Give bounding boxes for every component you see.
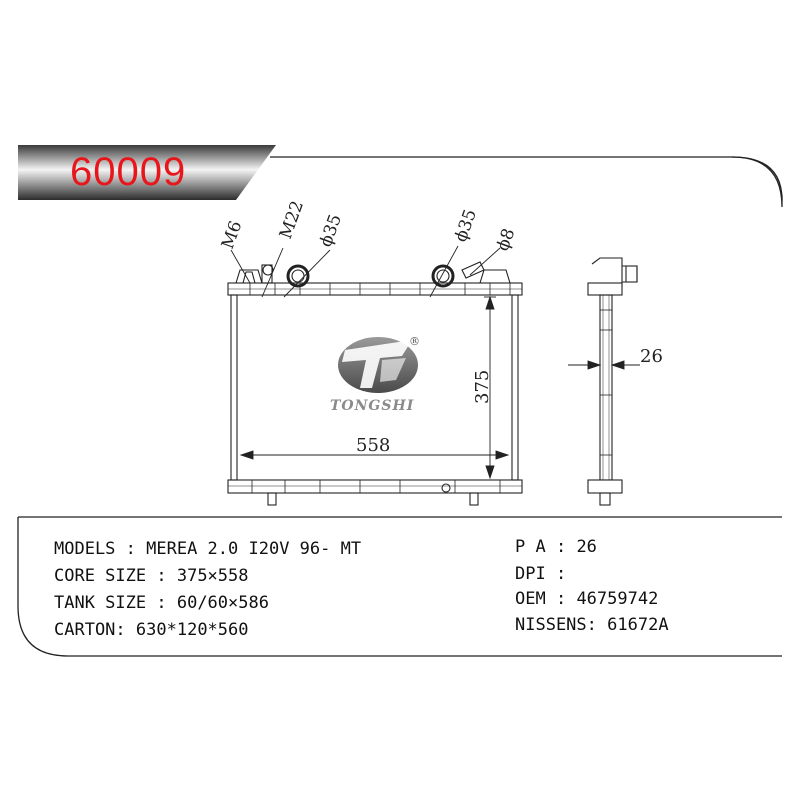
spec-core-size-value: 375×558 [176, 566, 249, 586]
spec-models-value: MEREA 2.0 I20V 96- MT [146, 539, 362, 559]
frame-outline [17, 156, 783, 657]
spec-nissens-label: NISSENS [515, 615, 587, 635]
spec-dpi-separator: : [545, 564, 577, 584]
dimension-core-width [239, 450, 510, 460]
phi8-label: ϕ8 [493, 226, 519, 254]
spec-models-separator: : [115, 539, 147, 559]
spec-oem-separator: : [545, 589, 577, 609]
spec-core-size-separator: : [146, 566, 177, 586]
phi35-left-label: ϕ35 [316, 212, 346, 250]
spec-core-size-label: CORE SIZE [54, 566, 147, 586]
spec-nissens-separator: : [586, 615, 608, 635]
core-width-label: 558 [356, 435, 390, 456]
radiator-front-view [227, 261, 523, 506]
part-number-badge [18, 145, 276, 200]
spec-carton-separator: : [115, 620, 136, 640]
spec-tank-size-value: 60/60×586 [176, 593, 269, 613]
leader-lines [230, 245, 501, 298]
spec-tank-size-separator: : [146, 593, 177, 613]
dimension-thickness [568, 360, 640, 370]
spec-carton-label: CARTON [54, 620, 116, 640]
spec-core-size: CORE SIZE : 375×558 [54, 566, 249, 586]
logo-registered-mark: ® [409, 335, 420, 348]
spec-pa-value: 26 [576, 537, 597, 557]
spec-oem-label: OEM [515, 589, 546, 609]
spec-carton: CARTON: 630*120*560 [54, 620, 249, 640]
m6-label: M6 [218, 218, 246, 251]
spec-oem: OEM : 46759742 [515, 589, 658, 609]
spec-nissens-value: 61672A [607, 615, 669, 635]
spec-models-label: MODELS [54, 539, 116, 559]
dimension-core-height [484, 295, 496, 480]
logo-brand-text: TONGSHI [330, 398, 414, 414]
spec-oem-value: 46759742 [576, 589, 659, 609]
spec-pa-separator: : [545, 537, 577, 557]
spec-tank-size: TANK SIZE : 60/60×586 [54, 593, 269, 613]
core-height-label: 375 [472, 370, 493, 404]
thickness-label: 26 [640, 346, 663, 367]
radiator-side-view [587, 257, 638, 506]
spec-pa: P A : 26 [515, 537, 597, 557]
spec-carton-value: 630*120*560 [135, 620, 249, 640]
tongshi-logo: ® TONGSHI [330, 335, 420, 414]
logo-emblem-icon [338, 337, 418, 393]
spec-dpi-label: DPI [515, 564, 546, 584]
spec-dpi: DPI : [515, 564, 576, 584]
m22-label: M22 [276, 198, 308, 242]
spec-models: MODELS : MEREA 2.0 I20V 96- MT [54, 539, 361, 559]
spec-pa-label: P A [515, 537, 546, 557]
spec-tank-size-label: TANK SIZE [54, 593, 147, 613]
phi35-right-label: ϕ35 [451, 207, 481, 245]
part-number: 60009 [70, 150, 187, 194]
spec-nissens: NISSENS: 61672A [515, 615, 669, 635]
front-view-labels: M6 M22 ϕ35 ϕ35 ϕ8 375 558 [218, 198, 519, 456]
